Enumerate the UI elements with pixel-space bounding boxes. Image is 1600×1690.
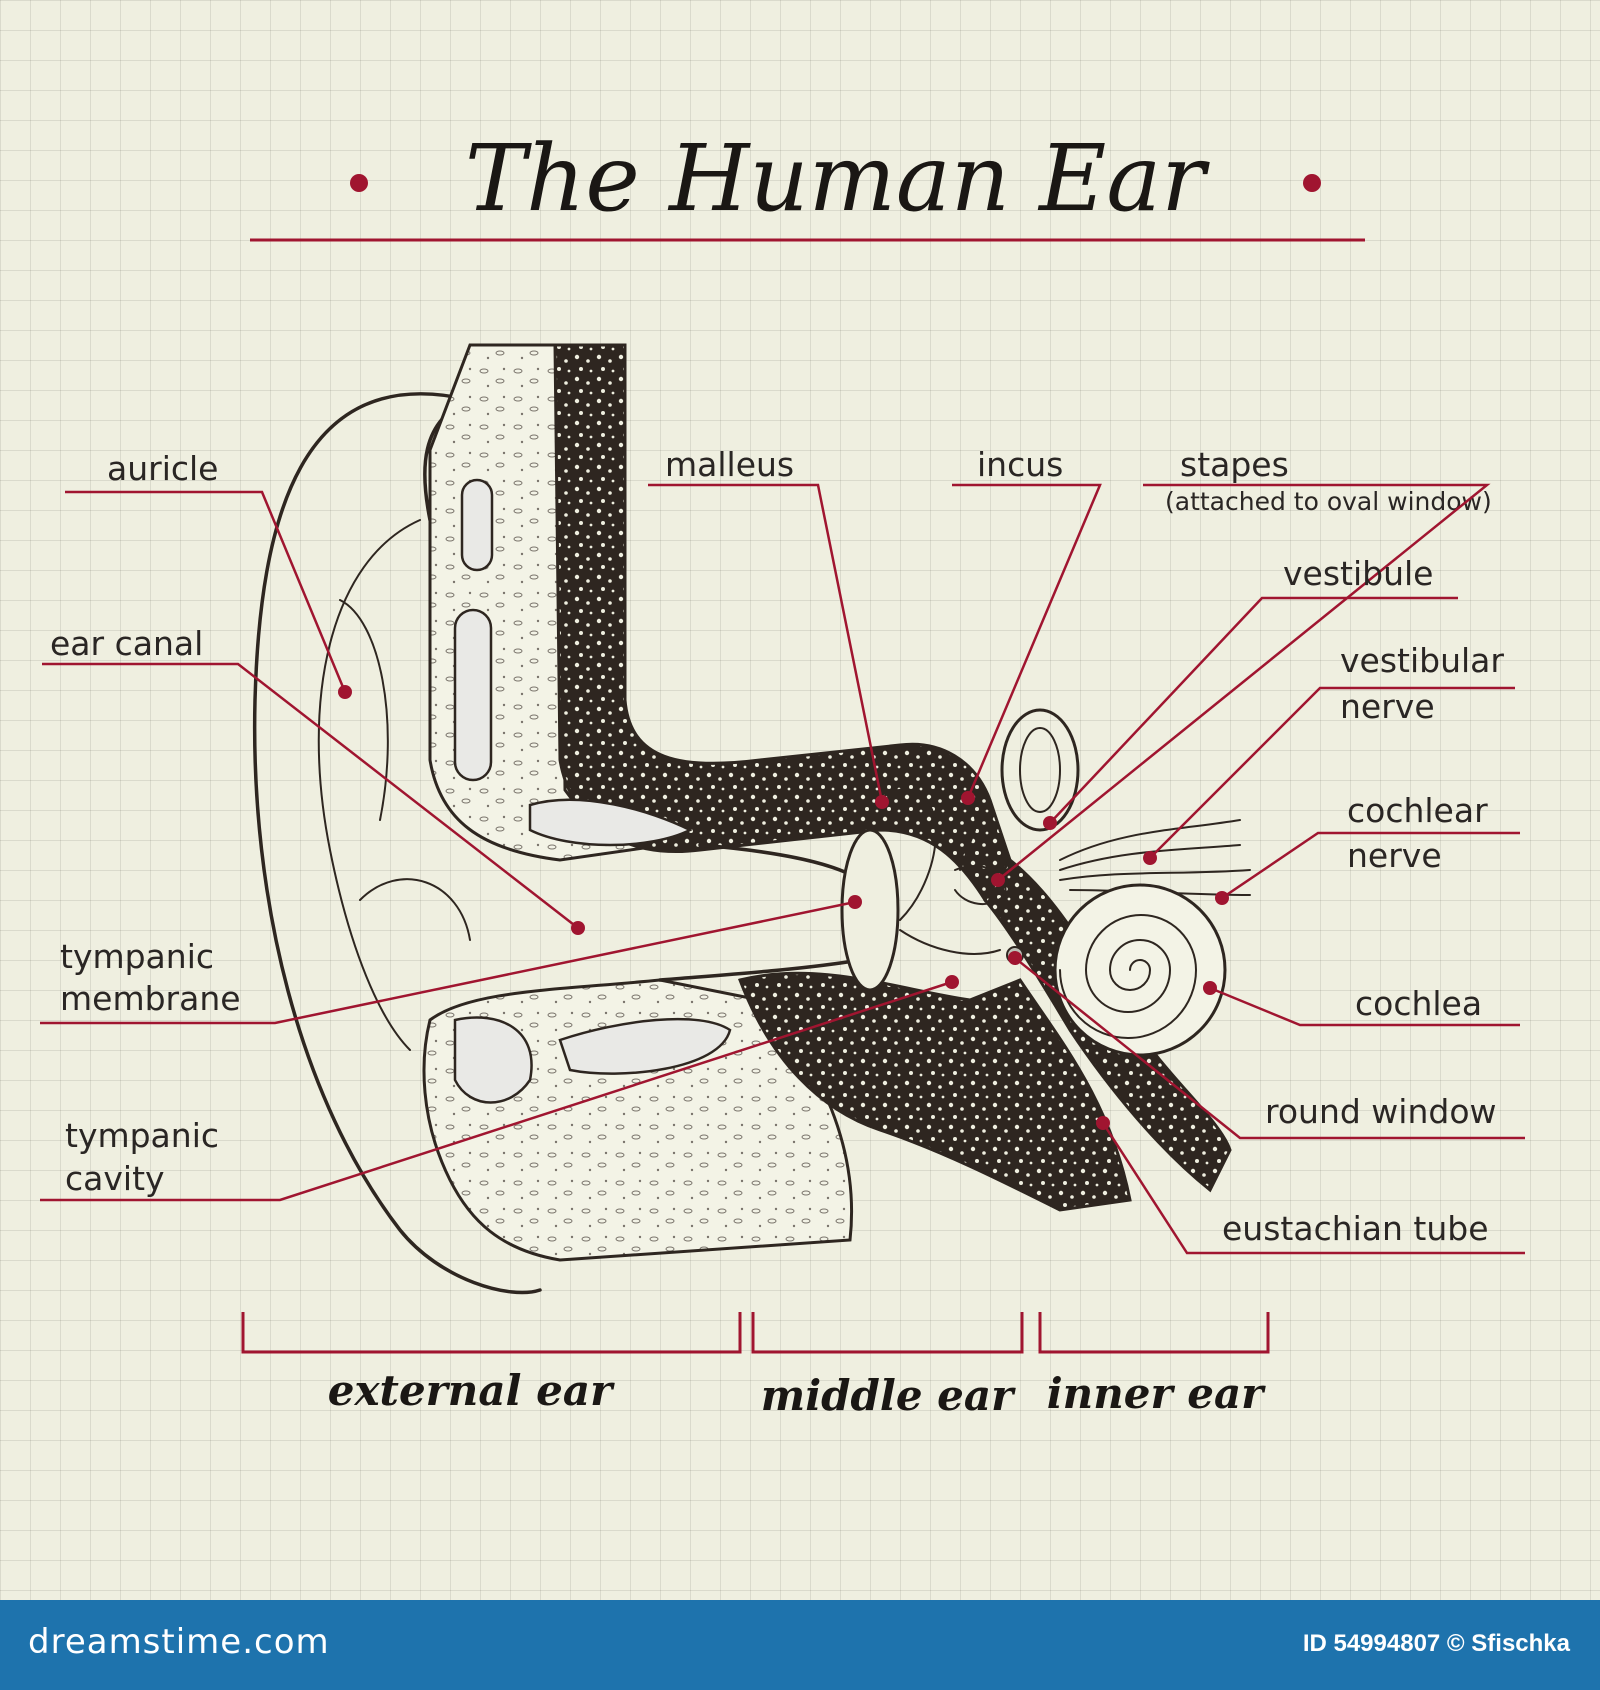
label-cochlear-nerve: cochlear nerve (1215, 791, 1520, 905)
footer-site: dreamstime.com (28, 1622, 330, 1662)
region-external-ear: external ear (243, 1312, 740, 1415)
label-stapes-text: stapes (1180, 445, 1289, 484)
label-cochlear-nerve-text-2: nerve (1347, 836, 1442, 875)
label-tympanic-membrane-text-1: tympanic (60, 937, 214, 976)
label-malleus-text: malleus (665, 445, 794, 484)
label-cochlea: cochlea (1203, 981, 1520, 1025)
label-vestibular-nerve: vestibular nerve (1143, 641, 1515, 865)
label-eustachian-tube-text: eustachian tube (1222, 1209, 1489, 1248)
region-middle-ear: middle ear (753, 1312, 1022, 1420)
title-dot-right (1303, 174, 1321, 192)
label-tympanic-cavity-text-2: cavity (65, 1159, 165, 1198)
label-auricle-text: auricle (107, 449, 219, 488)
label-vestibular-nerve-text-1: vestibular (1340, 641, 1504, 680)
label-round-window-text: round window (1265, 1092, 1497, 1131)
label-incus: incus (952, 445, 1100, 805)
region-inner-ear: inner ear (1040, 1312, 1268, 1418)
region-external-label: external ear (328, 1366, 615, 1415)
label-vestibule-text: vestibule (1283, 554, 1433, 593)
label-cochlea-text: cochlea (1355, 984, 1482, 1023)
label-tympanic-cavity-text-1: tympanic (65, 1116, 219, 1155)
title-dot-left (350, 174, 368, 192)
human-ear-diagram: The Human Ear (0, 0, 1600, 1600)
label-incus-text: incus (977, 445, 1063, 484)
label-vestibular-nerve-text-2: nerve (1340, 687, 1435, 726)
label-tympanic-membrane-text-2: membrane (60, 979, 241, 1018)
footer-credit: ID 54994807 © Sfischka (1303, 1630, 1570, 1658)
cochlea-spiral (1055, 885, 1225, 1055)
watermark-footer: dreamstime.com ID 54994807 © Sfischka (0, 1600, 1600, 1690)
region-inner-label: inner ear (1047, 1369, 1266, 1418)
label-ear-canal-text: ear canal (50, 624, 203, 663)
ear-illustration (255, 345, 1250, 1293)
region-middle-label: middle ear (761, 1371, 1016, 1420)
label-stapes-note: (attached to oval window) (1165, 487, 1492, 516)
diagram-title: The Human Ear (465, 125, 1210, 232)
label-cochlear-nerve-text-1: cochlear (1347, 791, 1488, 830)
